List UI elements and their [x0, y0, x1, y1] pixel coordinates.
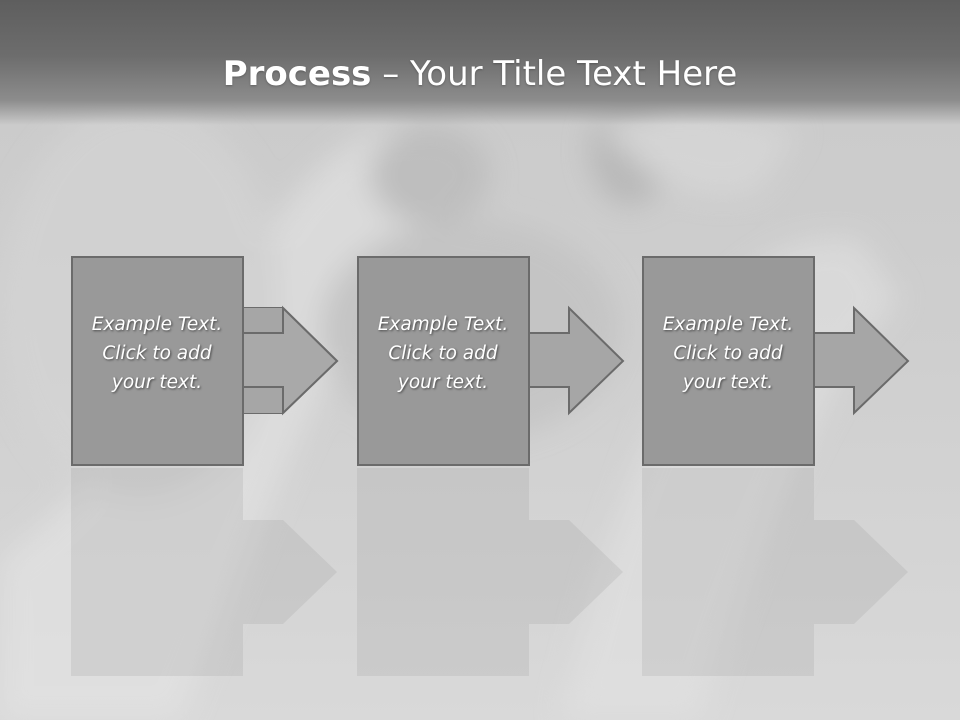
title-rest: – Your Title Text Here: [371, 54, 738, 94]
step-text-line: Example Text.: [91, 314, 223, 335]
step-2-arrow: [529, 305, 625, 416]
step-text-line: Example Text.: [662, 314, 794, 335]
step-3-text[interactable]: Example Text. Click to add your text.: [642, 310, 814, 397]
step-3-arrow: [814, 305, 910, 416]
step-3-shape: [642, 256, 910, 676]
step-text-line: your text.: [397, 372, 489, 393]
title-band: [0, 0, 960, 125]
step-text-line: Click to add: [388, 343, 498, 364]
step-1-text[interactable]: Example Text. Click to add your text.: [71, 310, 243, 397]
process-step-3[interactable]: Example Text. Click to add your text.: [642, 256, 922, 676]
step-text-line: Example Text.: [377, 314, 509, 335]
step-text-line: your text.: [682, 372, 774, 393]
step-2-text[interactable]: Example Text. Click to add your text.: [357, 310, 529, 397]
step-1-box: [71, 256, 244, 466]
process-step-2[interactable]: Example Text. Click to add your text.: [357, 256, 637, 676]
step-1-shape: [71, 256, 339, 676]
step-3-box: [642, 256, 815, 466]
step-text-line: Click to add: [102, 343, 212, 364]
process-step-1[interactable]: Example Text. Click to add your text.: [71, 256, 351, 676]
step-text-line: Click to add: [673, 343, 783, 364]
step-text-line: your text.: [111, 372, 203, 393]
title-bold: Process: [222, 54, 372, 94]
step-2-box: [357, 256, 530, 466]
step-2-shape: [357, 256, 625, 676]
slide-title[interactable]: Process – Your Title Text Here: [0, 52, 960, 96]
